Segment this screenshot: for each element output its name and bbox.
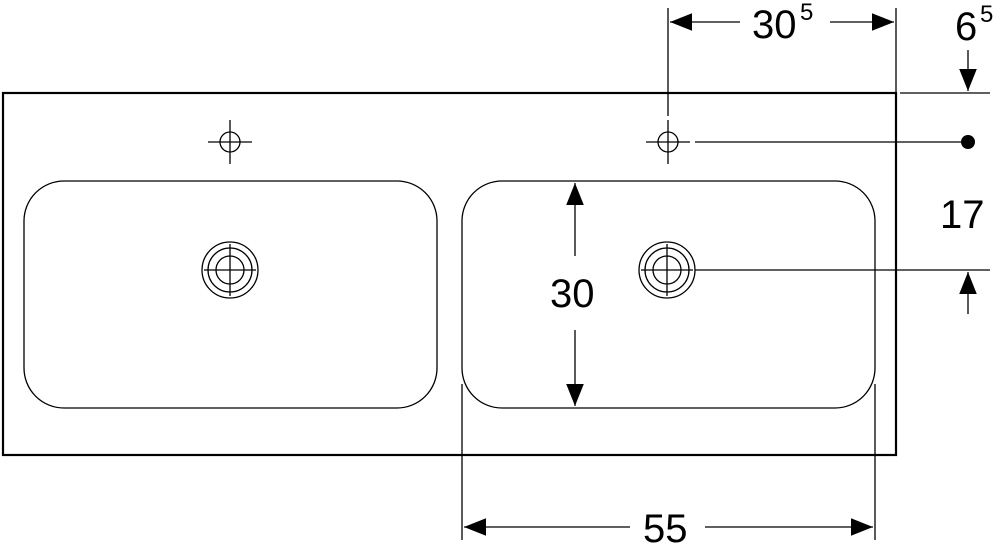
countertop-outline bbox=[1, 91, 898, 457]
left-basin bbox=[23, 180, 438, 409]
basin-width-label: 55 bbox=[643, 507, 688, 545]
top-offset-label: 6 bbox=[955, 5, 977, 49]
drain-icon bbox=[201, 241, 259, 299]
right-basin bbox=[461, 180, 876, 409]
tap-spacing-sup: 5 bbox=[800, 0, 813, 26]
tap-hole-icon bbox=[646, 120, 690, 164]
reference-dot bbox=[961, 135, 975, 149]
tap-hole-icon bbox=[208, 120, 252, 164]
basin-depth-label: 30 bbox=[550, 272, 595, 316]
top-offset-sup: 5 bbox=[980, 1, 993, 28]
vertical-offset-label: 17 bbox=[940, 193, 985, 237]
tap-spacing-label: 30 bbox=[752, 3, 797, 47]
drain-icon bbox=[638, 241, 696, 299]
